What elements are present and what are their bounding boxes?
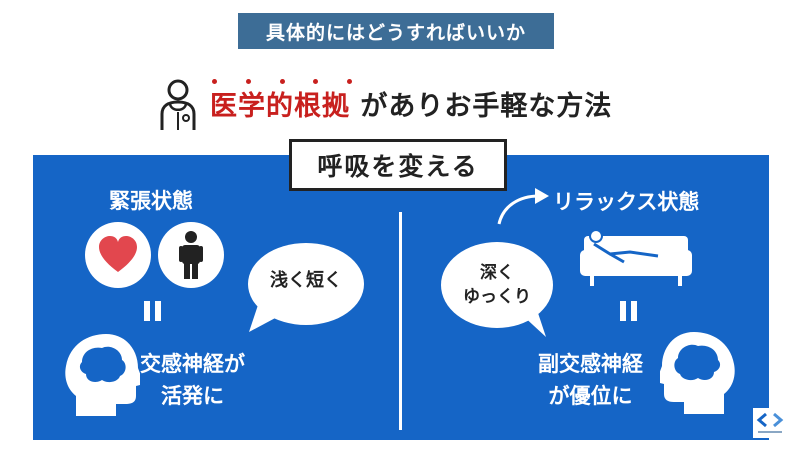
sympathetic-line2: 活発に (161, 383, 224, 408)
diagram-title: 呼吸を変える (317, 152, 479, 181)
brain-head-icon-right (660, 332, 735, 414)
headline-emphasis-text: 医学的根拠 (210, 91, 350, 122)
equals-sign-left (141, 301, 165, 321)
headline-emphasis: 医学的根拠 (210, 79, 360, 122)
person-icon (179, 231, 203, 279)
parasympathetic-nerve-text: 副交感神経 が優位に (538, 349, 643, 412)
parasympathetic-line1: 副交感神経 (538, 352, 643, 376)
bubble-right-text: 深く ゆっくり (438, 262, 556, 310)
sympathetic-line1: 交感神経が (140, 352, 245, 376)
tension-state-label: 緊張状態 (109, 189, 193, 213)
logo-icon (753, 408, 787, 438)
person-circle (158, 222, 224, 288)
heart-circle (85, 222, 151, 288)
sympathetic-nerve-text: 交感神経が 活発に (140, 349, 245, 412)
headline-rest: がありお手軽な方法 (360, 91, 613, 122)
section-banner: 具体的にはどうすればいいか (238, 13, 554, 49)
headline: 医学的根拠 がありお手軽な方法 (210, 79, 613, 123)
section-banner-text: 具体的にはどうすればいいか (265, 21, 526, 44)
relax-state-label: リラックス状態 (553, 190, 700, 214)
sofa-person-icon (580, 229, 692, 286)
doctor-icon (160, 79, 196, 130)
speech-bubble-left (248, 243, 364, 332)
bubble-left-text: 浅く短く (270, 270, 342, 291)
parasympathetic-line2: が優位に (548, 383, 633, 408)
speech-bubble-right (441, 242, 553, 337)
heart-icon (99, 236, 137, 272)
bubble-right-line1: 深く (480, 263, 514, 283)
equals-sign-right (617, 301, 641, 321)
emphasis-dots (212, 79, 352, 84)
brain-head-icon-left (65, 334, 140, 416)
curved-arrow-icon (497, 188, 549, 225)
bubble-right-line2: ゆっくり (463, 286, 531, 307)
diagram-title-box: 呼吸を変える (289, 139, 507, 191)
panel-divider (399, 212, 402, 430)
